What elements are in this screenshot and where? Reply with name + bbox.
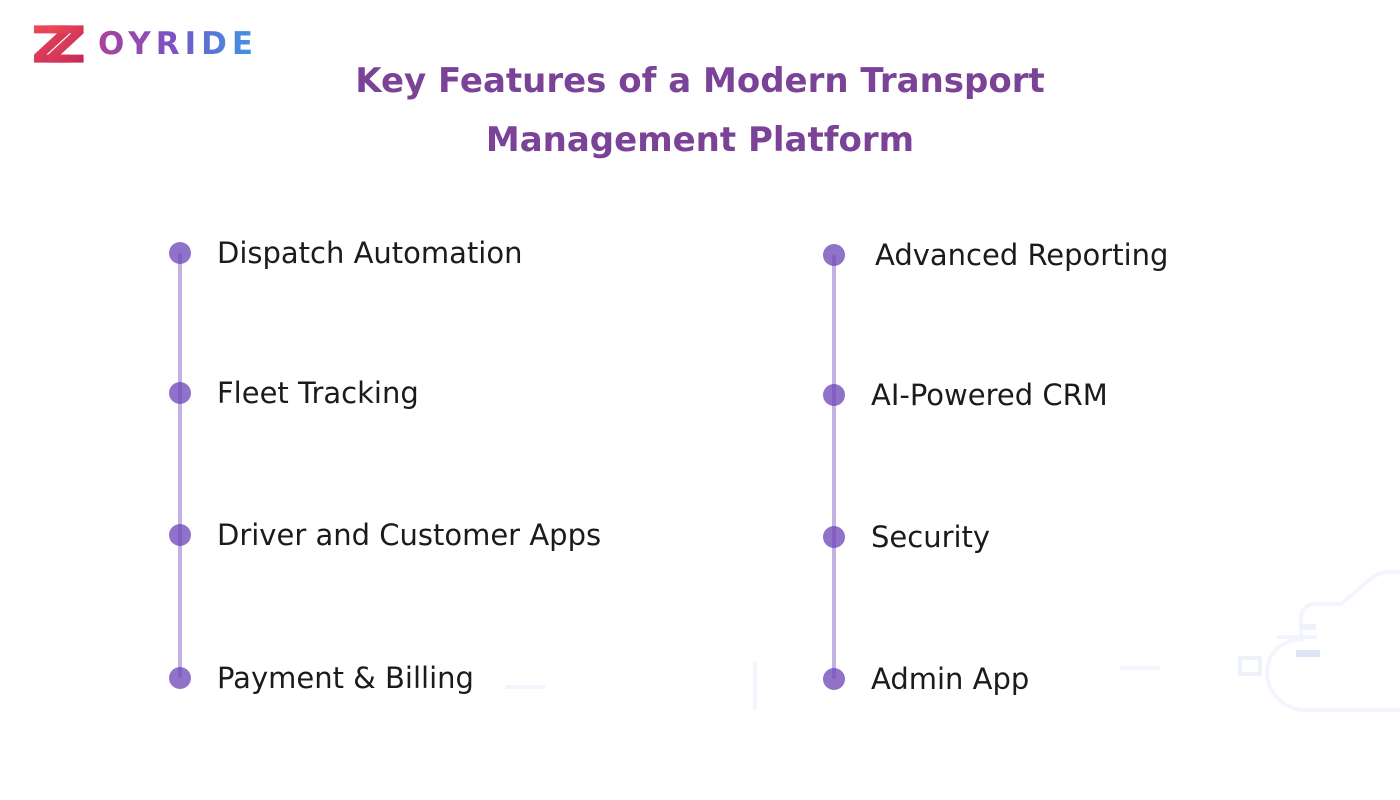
- feature-item-admin-app: Admin App: [823, 662, 1029, 696]
- timeline-dot: [823, 668, 845, 690]
- feature-label: Advanced Reporting: [875, 238, 1169, 272]
- feature-label: AI-Powered CRM: [871, 378, 1108, 412]
- logo-text: OYRIDE: [98, 25, 259, 62]
- feature-label: Fleet Tracking: [217, 376, 419, 410]
- feature-item-advanced-reporting: Advanced Reporting: [823, 238, 1168, 272]
- timeline-dot: [823, 526, 845, 548]
- feature-item-driver-customer-apps: Driver and Customer Apps: [169, 518, 601, 552]
- timeline-dot: [823, 244, 845, 266]
- feature-item-fleet-tracking: Fleet Tracking: [169, 376, 419, 410]
- title-line-2: Management Platform: [485, 120, 915, 160]
- feature-item-payment-billing: Payment & Billing: [169, 661, 474, 695]
- feature-item-security: Security: [823, 520, 990, 554]
- feature-label: Security: [871, 520, 991, 554]
- feature-label: Admin App: [871, 662, 1030, 696]
- timeline-dot: [169, 667, 191, 689]
- timeline-line-left: [178, 253, 182, 678]
- feature-item-ai-powered-crm: AI-Powered CRM: [823, 378, 1108, 412]
- z-mark-icon: [34, 25, 84, 63]
- timeline-dot: [169, 242, 191, 264]
- page-title: Key Features of a Modern Transport Manag…: [200, 52, 1200, 170]
- timeline-dot: [169, 382, 191, 404]
- timeline-dot: [169, 524, 191, 546]
- zoyride-logo: OYRIDE: [34, 18, 258, 70]
- timeline-dot: [823, 384, 845, 406]
- feature-label: Dispatch Automation: [217, 236, 523, 270]
- feature-label: Payment & Billing: [217, 661, 474, 695]
- feature-label: Driver and Customer Apps: [217, 518, 602, 552]
- title-line-1: Key Features of a Modern Transport: [355, 61, 1045, 101]
- feature-item-dispatch-automation: Dispatch Automation: [169, 236, 523, 270]
- timeline-line-right: [832, 255, 836, 679]
